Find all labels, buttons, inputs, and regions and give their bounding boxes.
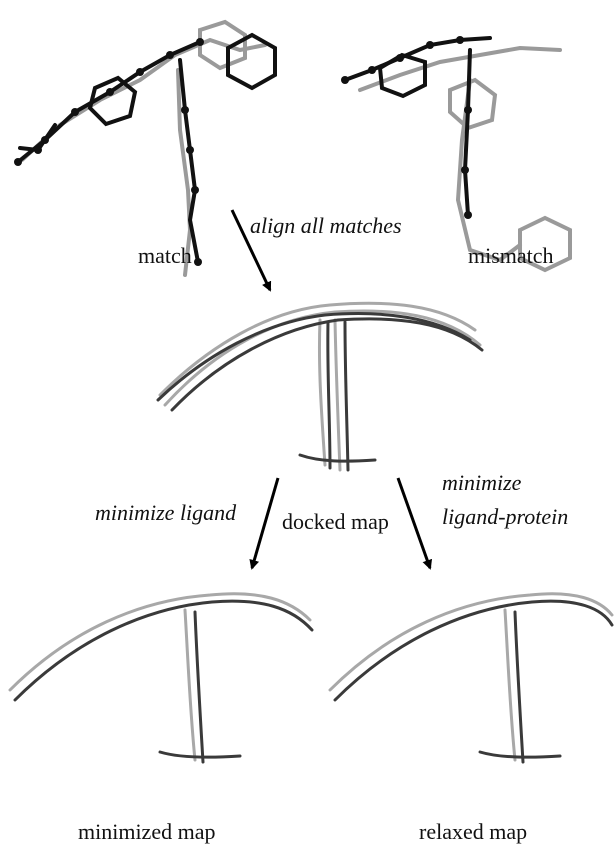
- minimize-ligand-protein-label-2: ligand-protein: [442, 504, 568, 529]
- match-molecule: [14, 22, 275, 275]
- minimize-ligand-arrow: [252, 478, 278, 568]
- minimized-map-label: minimized map: [78, 819, 215, 844]
- align-label: align all matches: [250, 213, 402, 238]
- minimize-ligand-label: minimize ligand: [95, 500, 237, 525]
- relaxed-map-label: relaxed map: [419, 819, 527, 844]
- relaxed-map-ensemble: [330, 594, 612, 762]
- docked-map-label: docked map: [282, 509, 389, 534]
- minimized-map-ensemble: [10, 594, 312, 762]
- minimize-ligand-protein-arrow: [398, 478, 430, 568]
- match-label: match: [138, 243, 192, 268]
- docked-map-ensemble: [158, 303, 482, 470]
- minimize-ligand-protein-label-1: minimize: [442, 470, 522, 495]
- mismatch-label: mismatch: [468, 243, 554, 268]
